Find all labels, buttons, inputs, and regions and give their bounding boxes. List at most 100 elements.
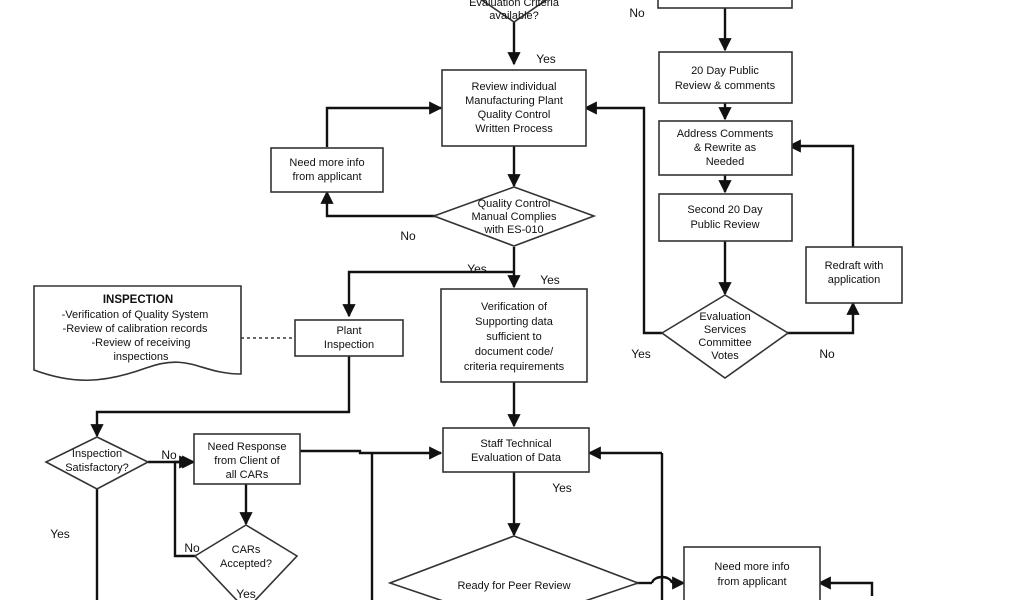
second-20day-review-line-1: Public Review xyxy=(690,219,759,231)
staff-technical-line-0: Staff Technical xyxy=(480,438,551,450)
review-individual-line-3: Written Process xyxy=(475,123,553,135)
node-evaluation-criteria[interactable]: Evaluation Criteria available? xyxy=(438,0,590,23)
node-evaluation-services-votes[interactable]: Evaluation Services Committee Votes xyxy=(660,294,790,379)
need-response-line-0: Need Response xyxy=(208,441,287,453)
connector-layer xyxy=(90,8,874,600)
redraft-with-application-shape xyxy=(805,246,903,304)
edge-label-no-esc-votes: No xyxy=(819,347,835,361)
node-public-review-20day[interactable]: 20 Day Public Review & comments xyxy=(658,51,793,104)
evaluation-criteria-shape xyxy=(480,0,548,23)
public-review-20day-line-1: Review & comments xyxy=(675,80,776,92)
esc-votes-line-2: Committee xyxy=(698,337,751,349)
node-need-more-info-right[interactable]: Need more info from applicant xyxy=(683,546,821,600)
inspection-note-line-2: -Review of receiving xyxy=(91,337,190,349)
node-plant-inspection[interactable]: Plant Inspection xyxy=(294,319,404,357)
node-review-individual[interactable]: Review individual Manufacturing Plant Qu… xyxy=(441,69,587,147)
edge-label-no-inspection-satisfactory: No xyxy=(161,448,177,462)
review-individual-shape xyxy=(441,69,587,147)
esc-votes-line-0: Evaluation xyxy=(699,311,750,323)
inspection-satisfactory-shape xyxy=(44,436,150,490)
need-response-line-2: all CARs xyxy=(226,469,269,481)
need-more-info-right-line-0: Need more info xyxy=(714,561,789,573)
quality-control-manual-line-2: with ES-010 xyxy=(483,224,543,236)
quality-control-manual-line-1: Manual Complies xyxy=(472,211,557,223)
node-second-20day-review[interactable]: Second 20 Day Public Review xyxy=(658,193,793,242)
node-need-more-info-left[interactable]: Need more info from applicant xyxy=(270,147,384,193)
verification-line-1: Supporting data xyxy=(475,316,554,328)
edge-plantinspection-to-inspectionsatisfactory xyxy=(90,356,351,438)
review-individual-line-2: Quality Control xyxy=(478,109,551,121)
public-review-20day-shape xyxy=(658,51,793,104)
address-comments-line-0: Address Comments xyxy=(677,128,774,140)
second-20day-review-shape xyxy=(658,193,793,242)
address-comments-shape xyxy=(658,120,793,176)
verification-line-2: sufficient to xyxy=(486,331,541,343)
edge-label-yes-qc-manual-down: Yes xyxy=(540,273,560,287)
node-inspection-note[interactable]: INSPECTION -Verification of Quality Syst… xyxy=(33,285,242,382)
redraft-line-0: Redraft with xyxy=(825,260,884,272)
verification-line-4: criteria requirements xyxy=(464,361,565,373)
edge-label-yes-eval-criteria: Yes xyxy=(536,52,556,66)
ready-peer-review-line-0: Ready for Peer Review xyxy=(457,580,570,592)
edge-needinfo-to-review xyxy=(325,101,443,147)
staff-technical-line-1: Evaluation of Data xyxy=(471,452,562,464)
inspection-satisfactory-line-1: Satisfactory? xyxy=(65,462,129,474)
node-inspection-satisfactory[interactable]: Inspection Satisfactory? xyxy=(44,436,150,490)
address-comments-line-2: Needed xyxy=(706,156,745,168)
node-staff-technical-evaluation[interactable]: Staff Technical Evaluation of Data xyxy=(442,427,590,473)
quality-control-manual-line-0: Quality Control xyxy=(478,198,551,210)
cars-accepted-line-1: Accepted? xyxy=(220,558,272,570)
need-more-info-right-shape xyxy=(683,546,821,600)
cars-accepted-shape xyxy=(193,524,299,600)
inspection-satisfactory-line-0: Inspection xyxy=(72,448,122,460)
inspection-note-line-0: -Verification of Quality System xyxy=(62,309,209,321)
second-20day-review-line-0: Second 20 Day xyxy=(687,204,763,216)
node-quality-control-manual[interactable]: Quality Control Manual Complies with ES-… xyxy=(431,186,597,247)
edge-label-yes-cars-accepted: Yes xyxy=(236,587,256,600)
top-right-box-shape xyxy=(657,0,793,9)
evaluation-criteria-line-0: Evaluation Criteria xyxy=(469,0,560,9)
public-review-20day-line-0: 20 Day Public xyxy=(691,65,759,77)
plant-inspection-line-1: Inspection xyxy=(324,339,374,351)
inspection-note-shape xyxy=(33,285,242,382)
node-need-response-client[interactable]: Need Response from Client of all CARs xyxy=(193,433,301,485)
verification-line-3: document code/ xyxy=(475,346,554,358)
need-response-client-shape xyxy=(193,433,301,485)
need-more-info-left-shape xyxy=(270,147,384,193)
edge-label-no-qc-manual: No xyxy=(400,229,416,243)
inspection-note-line-3: inspections xyxy=(113,351,169,363)
edge-label-yes-qc-manual-left: Yes xyxy=(467,262,487,276)
node-redraft-with-application[interactable]: Redraft with application xyxy=(805,246,903,304)
inspection-note-title: INSPECTION xyxy=(103,294,173,306)
edge-label-no-top-right: No xyxy=(629,6,645,20)
plant-inspection-line-0: Plant xyxy=(336,325,361,337)
node-top-right-box[interactable] xyxy=(657,0,793,9)
node-ready-for-peer-review[interactable]: Ready for Peer Review xyxy=(387,535,641,600)
need-more-info-right-line-1: from applicant xyxy=(717,576,786,588)
review-individual-line-1: Manufacturing Plant xyxy=(465,95,563,107)
edge-qcmanual-yes-to-plantinspection xyxy=(342,270,514,318)
need-response-line-1: from Client of xyxy=(214,455,280,467)
redraft-line-1: application xyxy=(828,274,881,286)
verification-line-0: Verification of xyxy=(481,301,548,313)
edge-label-no-cars-accepted: No xyxy=(184,541,200,555)
edge-escvotes-no-to-redraft xyxy=(787,301,860,335)
edge-escvotes-yes-to-review xyxy=(583,101,662,335)
cars-accepted-line-0: CARs xyxy=(232,544,261,556)
esc-votes-line-1: Services xyxy=(704,324,747,336)
evaluation-services-votes-shape xyxy=(660,294,790,379)
need-more-info-left-line-1: from applicant xyxy=(292,171,361,183)
edge-label-yes-inspection-satisfactory: Yes xyxy=(50,527,70,541)
edge-jump-hop xyxy=(650,575,674,584)
quality-control-manual-shape xyxy=(431,186,597,247)
edge-needresponse-right-to-stafftechnical xyxy=(300,446,443,460)
edge-qcmanual-no-to-needinfo xyxy=(320,190,445,218)
edge-label-yes-staff-technical: Yes xyxy=(552,481,572,495)
node-cars-accepted[interactable]: CARs Accepted? xyxy=(193,524,299,600)
node-address-comments[interactable]: Address Comments & Rewrite as Needed xyxy=(658,120,793,176)
node-verification-supporting-data[interactable]: Verification of Supporting data sufficie… xyxy=(440,288,588,383)
plant-inspection-shape xyxy=(294,319,404,357)
review-individual-line-0: Review individual xyxy=(472,81,557,93)
edge-label-layer: Yes No No Yes Yes Yes No Yes No No Yes Y… xyxy=(50,6,835,600)
